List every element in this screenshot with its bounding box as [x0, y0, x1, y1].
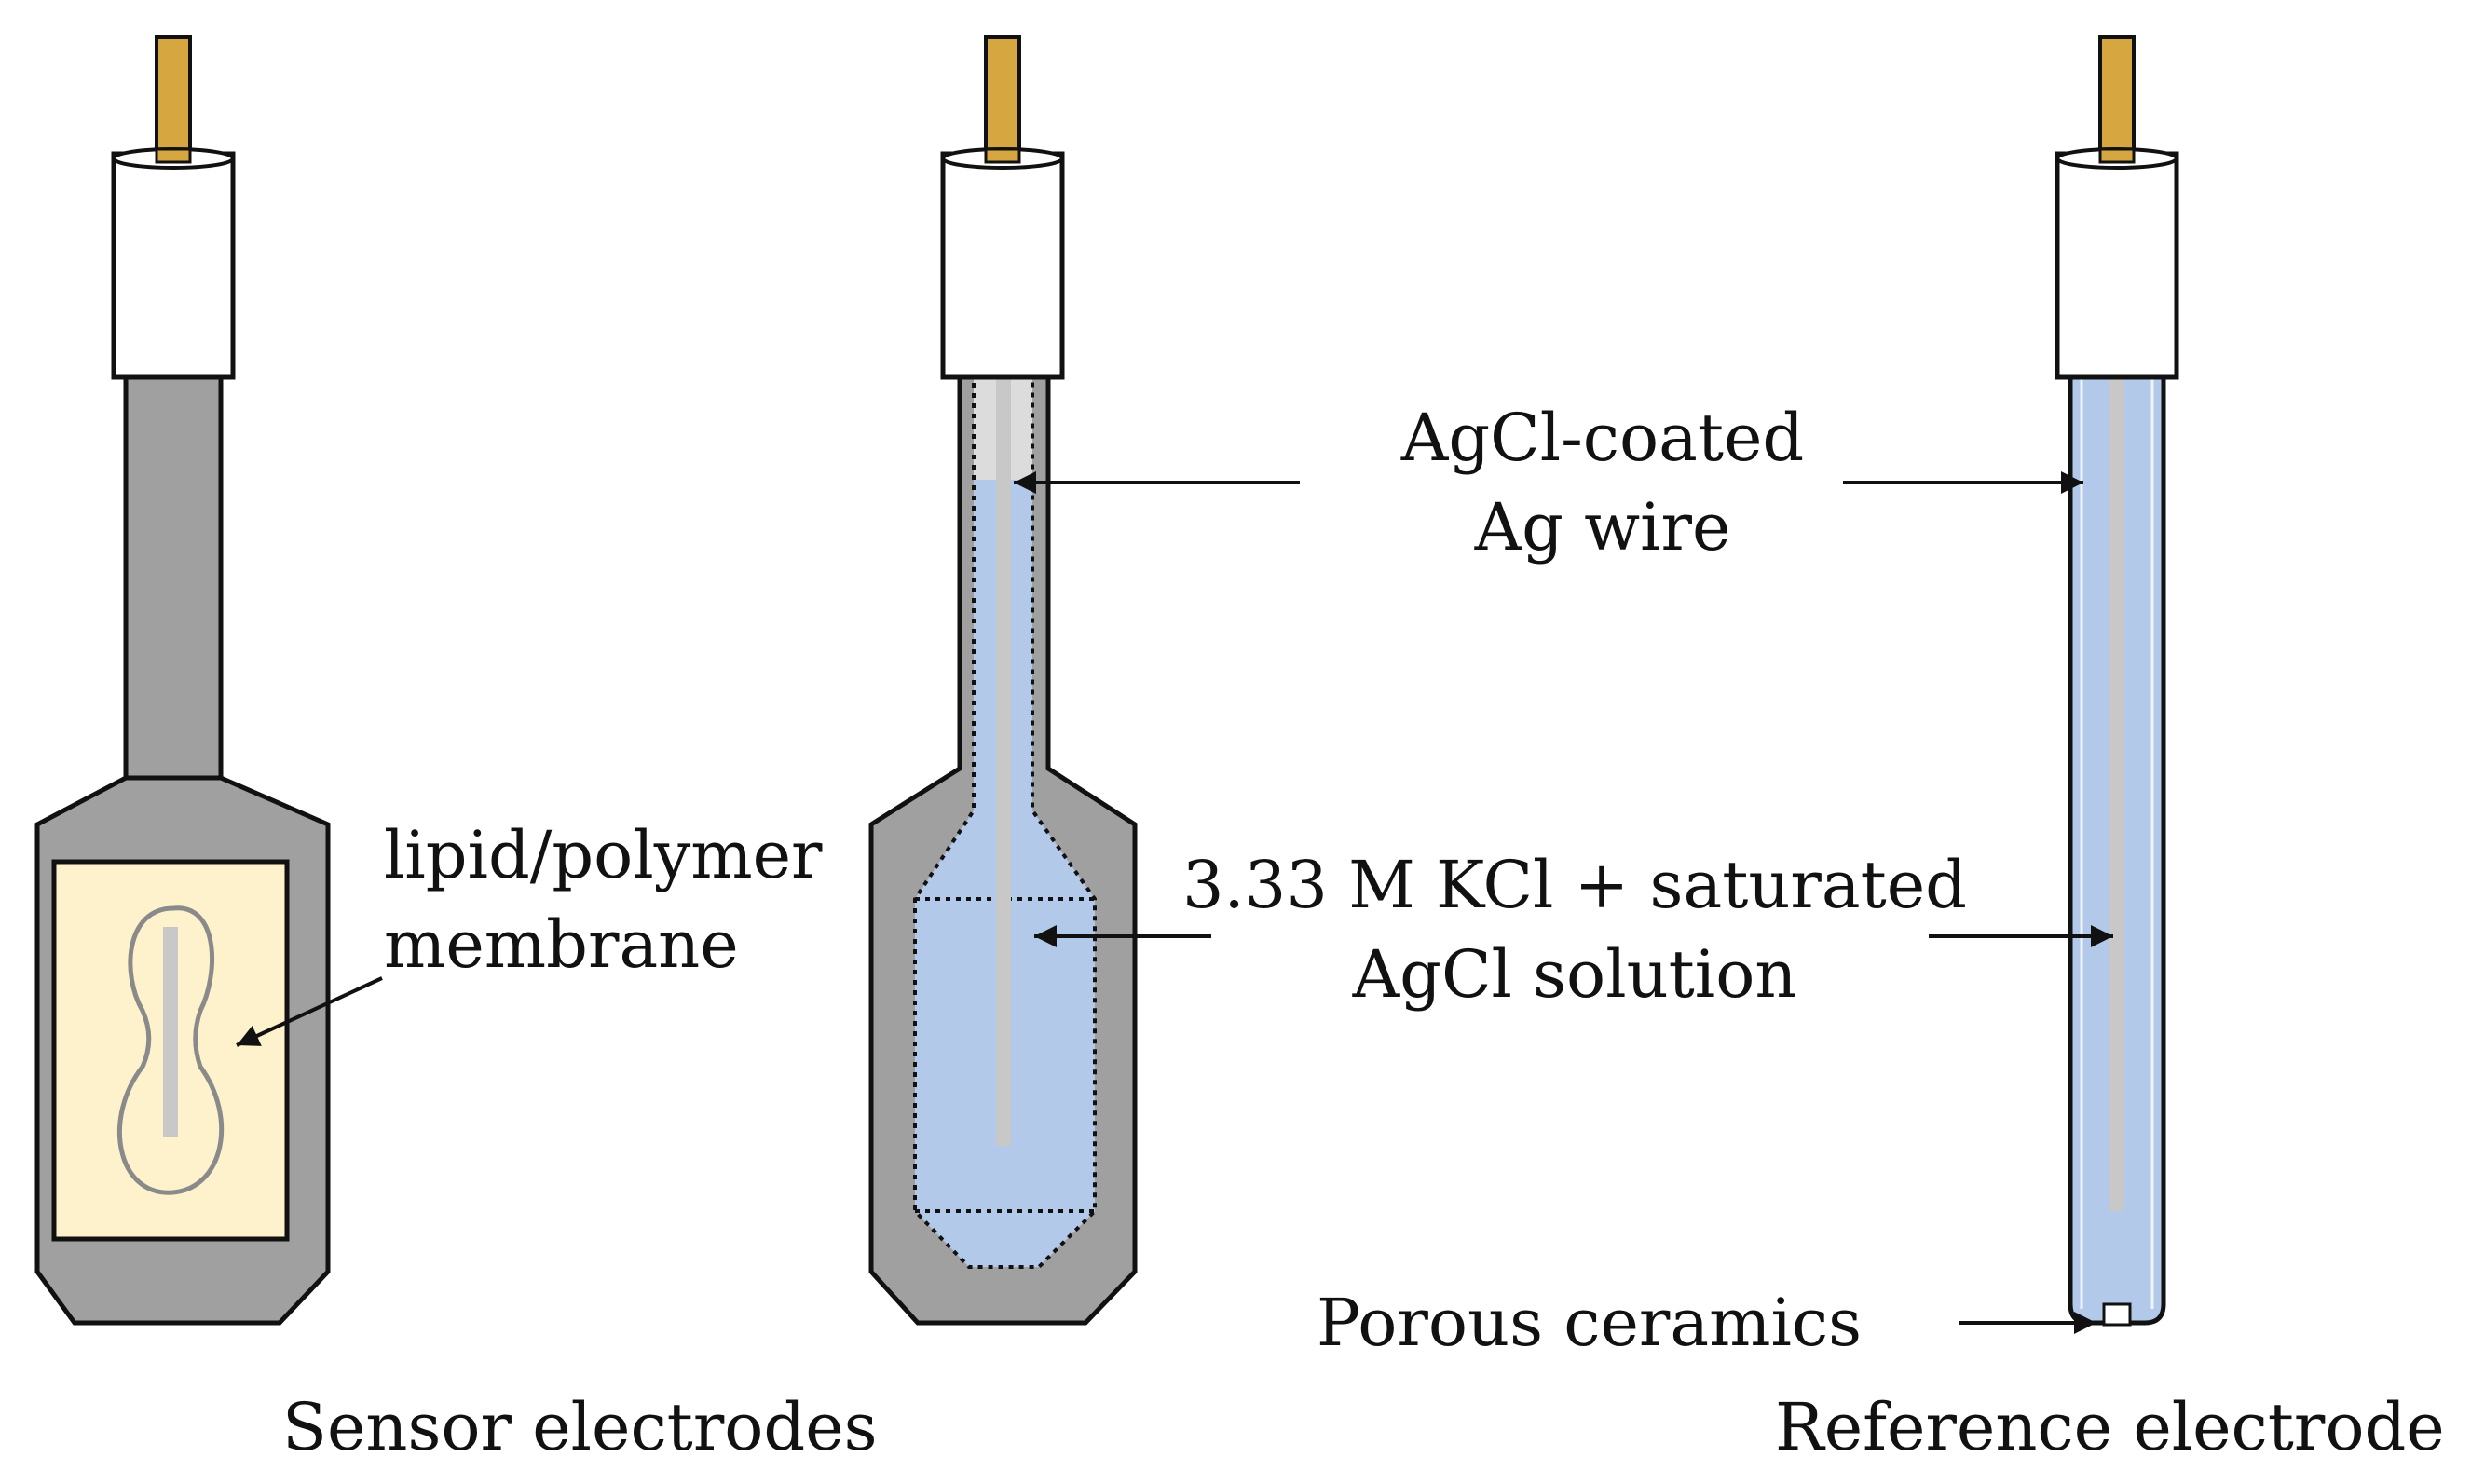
reference-electrode-caption: Reference electrode — [1775, 1389, 2445, 1465]
electrode-cap — [2055, 151, 2179, 380]
solution-label-line2: AgCl solution — [1352, 936, 1797, 1013]
electrode-cap — [940, 151, 1065, 380]
porous-ceramics-plug — [2102, 1302, 2132, 1327]
porous-ceramics-label: Porous ceramics — [1317, 1285, 1862, 1361]
connector-pin — [984, 35, 1021, 170]
membrane-outline — [116, 905, 225, 1195]
wire-label-line1: AgCl-coated — [1400, 400, 1805, 476]
electrode-stem — [123, 370, 224, 795]
connector-pin-end — [155, 147, 192, 164]
connector-pin-end — [984, 147, 1021, 164]
inner-wire — [163, 927, 178, 1137]
wire-label-line2: Ag wire — [1474, 489, 1731, 565]
connector-pin — [2098, 35, 2136, 170]
solution-label-line1: 3.33 M KCl + saturated — [1182, 847, 1967, 923]
membrane-label-line1: lipid/polymer — [384, 817, 823, 893]
electrode-cap — [111, 151, 236, 380]
sensor-electrode-membrane — [34, 35, 331, 1326]
membrane-label-line2: membrane — [384, 906, 739, 983]
agcl-wire — [996, 373, 1011, 1146]
sensor-electrodes-caption: Sensor electrodes — [282, 1389, 878, 1465]
connector-pin-end — [2098, 147, 2136, 164]
arrows — [236, 471, 2113, 1334]
arrow-membrane — [236, 976, 383, 1047]
inner-chamber-outline — [913, 373, 1097, 1269]
reference-electrode — [2055, 35, 2179, 1327]
agcl-wire — [2109, 373, 2124, 1211]
sensor-electrode-cross-section — [868, 35, 1138, 1326]
